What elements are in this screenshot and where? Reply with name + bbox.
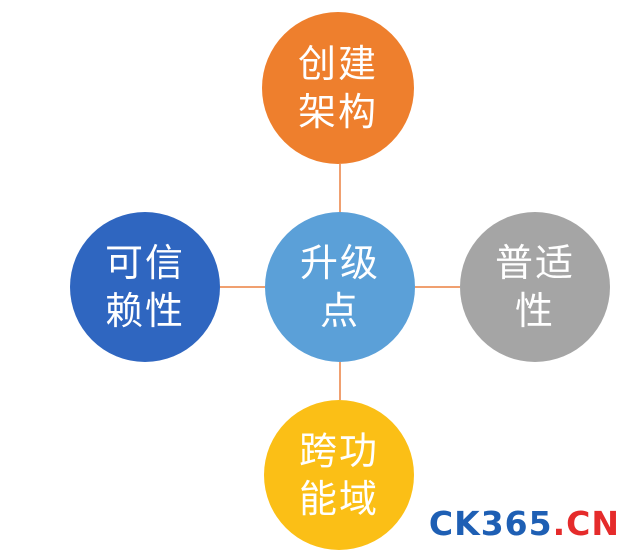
watermark-dot: . xyxy=(552,504,567,543)
node-label-create-architecture: 创建 架构 xyxy=(297,42,378,134)
node-cross-functional-domain: 跨功 能域 xyxy=(264,400,414,550)
node-upgrade-point: 升级 点 xyxy=(265,212,415,362)
watermark-365: 365 xyxy=(480,504,553,543)
node-label-cross-functional-domain: 跨功 能域 xyxy=(298,429,379,521)
node-label-upgrade-point: 升级 点 xyxy=(299,241,380,333)
node-label-reliability: 可信 赖性 xyxy=(104,241,185,333)
watermark-ck: CK xyxy=(428,504,481,543)
node-label-universality: 普适 性 xyxy=(494,241,575,333)
node-create-architecture: 创建 架构 xyxy=(262,12,414,164)
node-universality: 普适 性 xyxy=(460,212,610,362)
watermark-logo: CK365.CN xyxy=(429,504,620,543)
watermark-cn: CN xyxy=(566,504,620,543)
node-reliability: 可信 赖性 xyxy=(70,212,220,362)
